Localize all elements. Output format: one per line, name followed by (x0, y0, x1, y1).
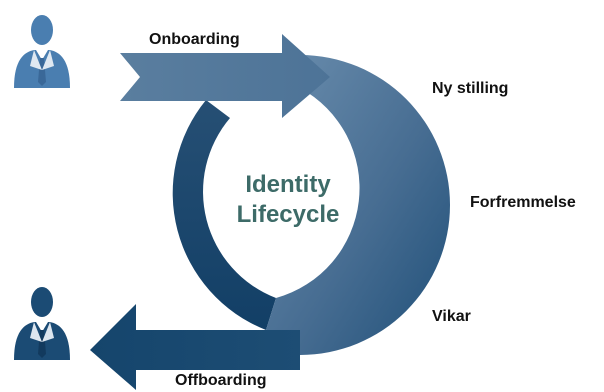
center-title-line2: Lifecycle (236, 201, 340, 228)
label-onboarding: Onboarding (149, 31, 240, 48)
cycle-left-arc (172, 100, 276, 330)
center-title-line1: Identity (245, 171, 331, 198)
label-vikar: Vikar (432, 308, 471, 325)
center-title: Identity Lifecycle (210, 170, 366, 230)
person-icon-top (14, 15, 70, 88)
offboarding-arrow (90, 304, 300, 390)
label-forfremmelse: Forfremmelse (470, 194, 576, 211)
person-icon-bottom (14, 287, 70, 360)
label-offboarding: Offboarding (175, 372, 267, 389)
onboarding-arrow (120, 34, 330, 118)
cycle-right-arc (266, 55, 450, 355)
label-ny-stilling: Ny stilling (432, 80, 509, 97)
